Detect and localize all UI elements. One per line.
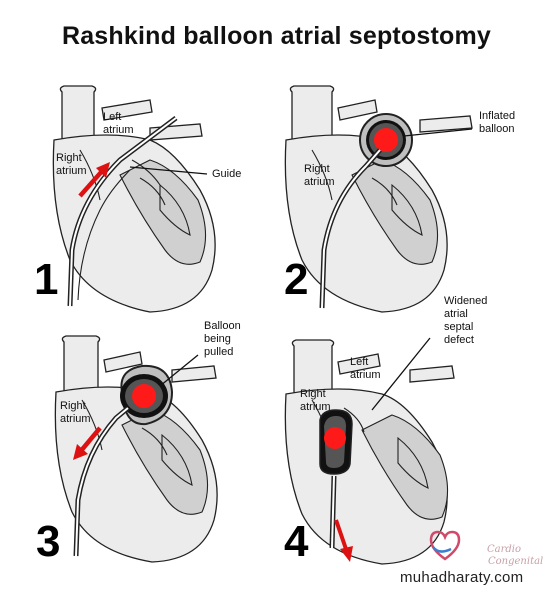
label-inflated-balloon: Inflated balloon	[479, 110, 516, 135]
label-right-atrium: Right atrium	[56, 152, 87, 177]
watermark-brand-line1: Cardio	[487, 544, 522, 555]
heart-logo-icon	[429, 530, 461, 561]
label-right-atrium: Right atrium	[300, 388, 331, 413]
label-widened-atrial-septal-defect: Widened atrial septal defect	[444, 295, 488, 346]
label-left-atrium: Left atrium	[350, 356, 381, 381]
label-left-atrium: Left atrium	[103, 111, 134, 136]
label-guide: Guide	[212, 168, 242, 180]
watermark-brand-line2: Congenital	[488, 556, 544, 567]
watermark-url: muhadharaty.com	[400, 569, 524, 586]
step-number: 2	[284, 255, 309, 304]
step-number: 4	[284, 517, 309, 566]
diagram-title: Rashkind balloon atrial septostomy	[61, 22, 492, 50]
step-number: 1	[34, 255, 59, 304]
label-right-atrium: Right atrium	[304, 163, 335, 188]
label-right-atrium: Right atrium	[60, 400, 91, 425]
step-number: 3	[36, 517, 61, 566]
label-balloon-being-pulled: Balloon being pulled	[204, 320, 241, 358]
